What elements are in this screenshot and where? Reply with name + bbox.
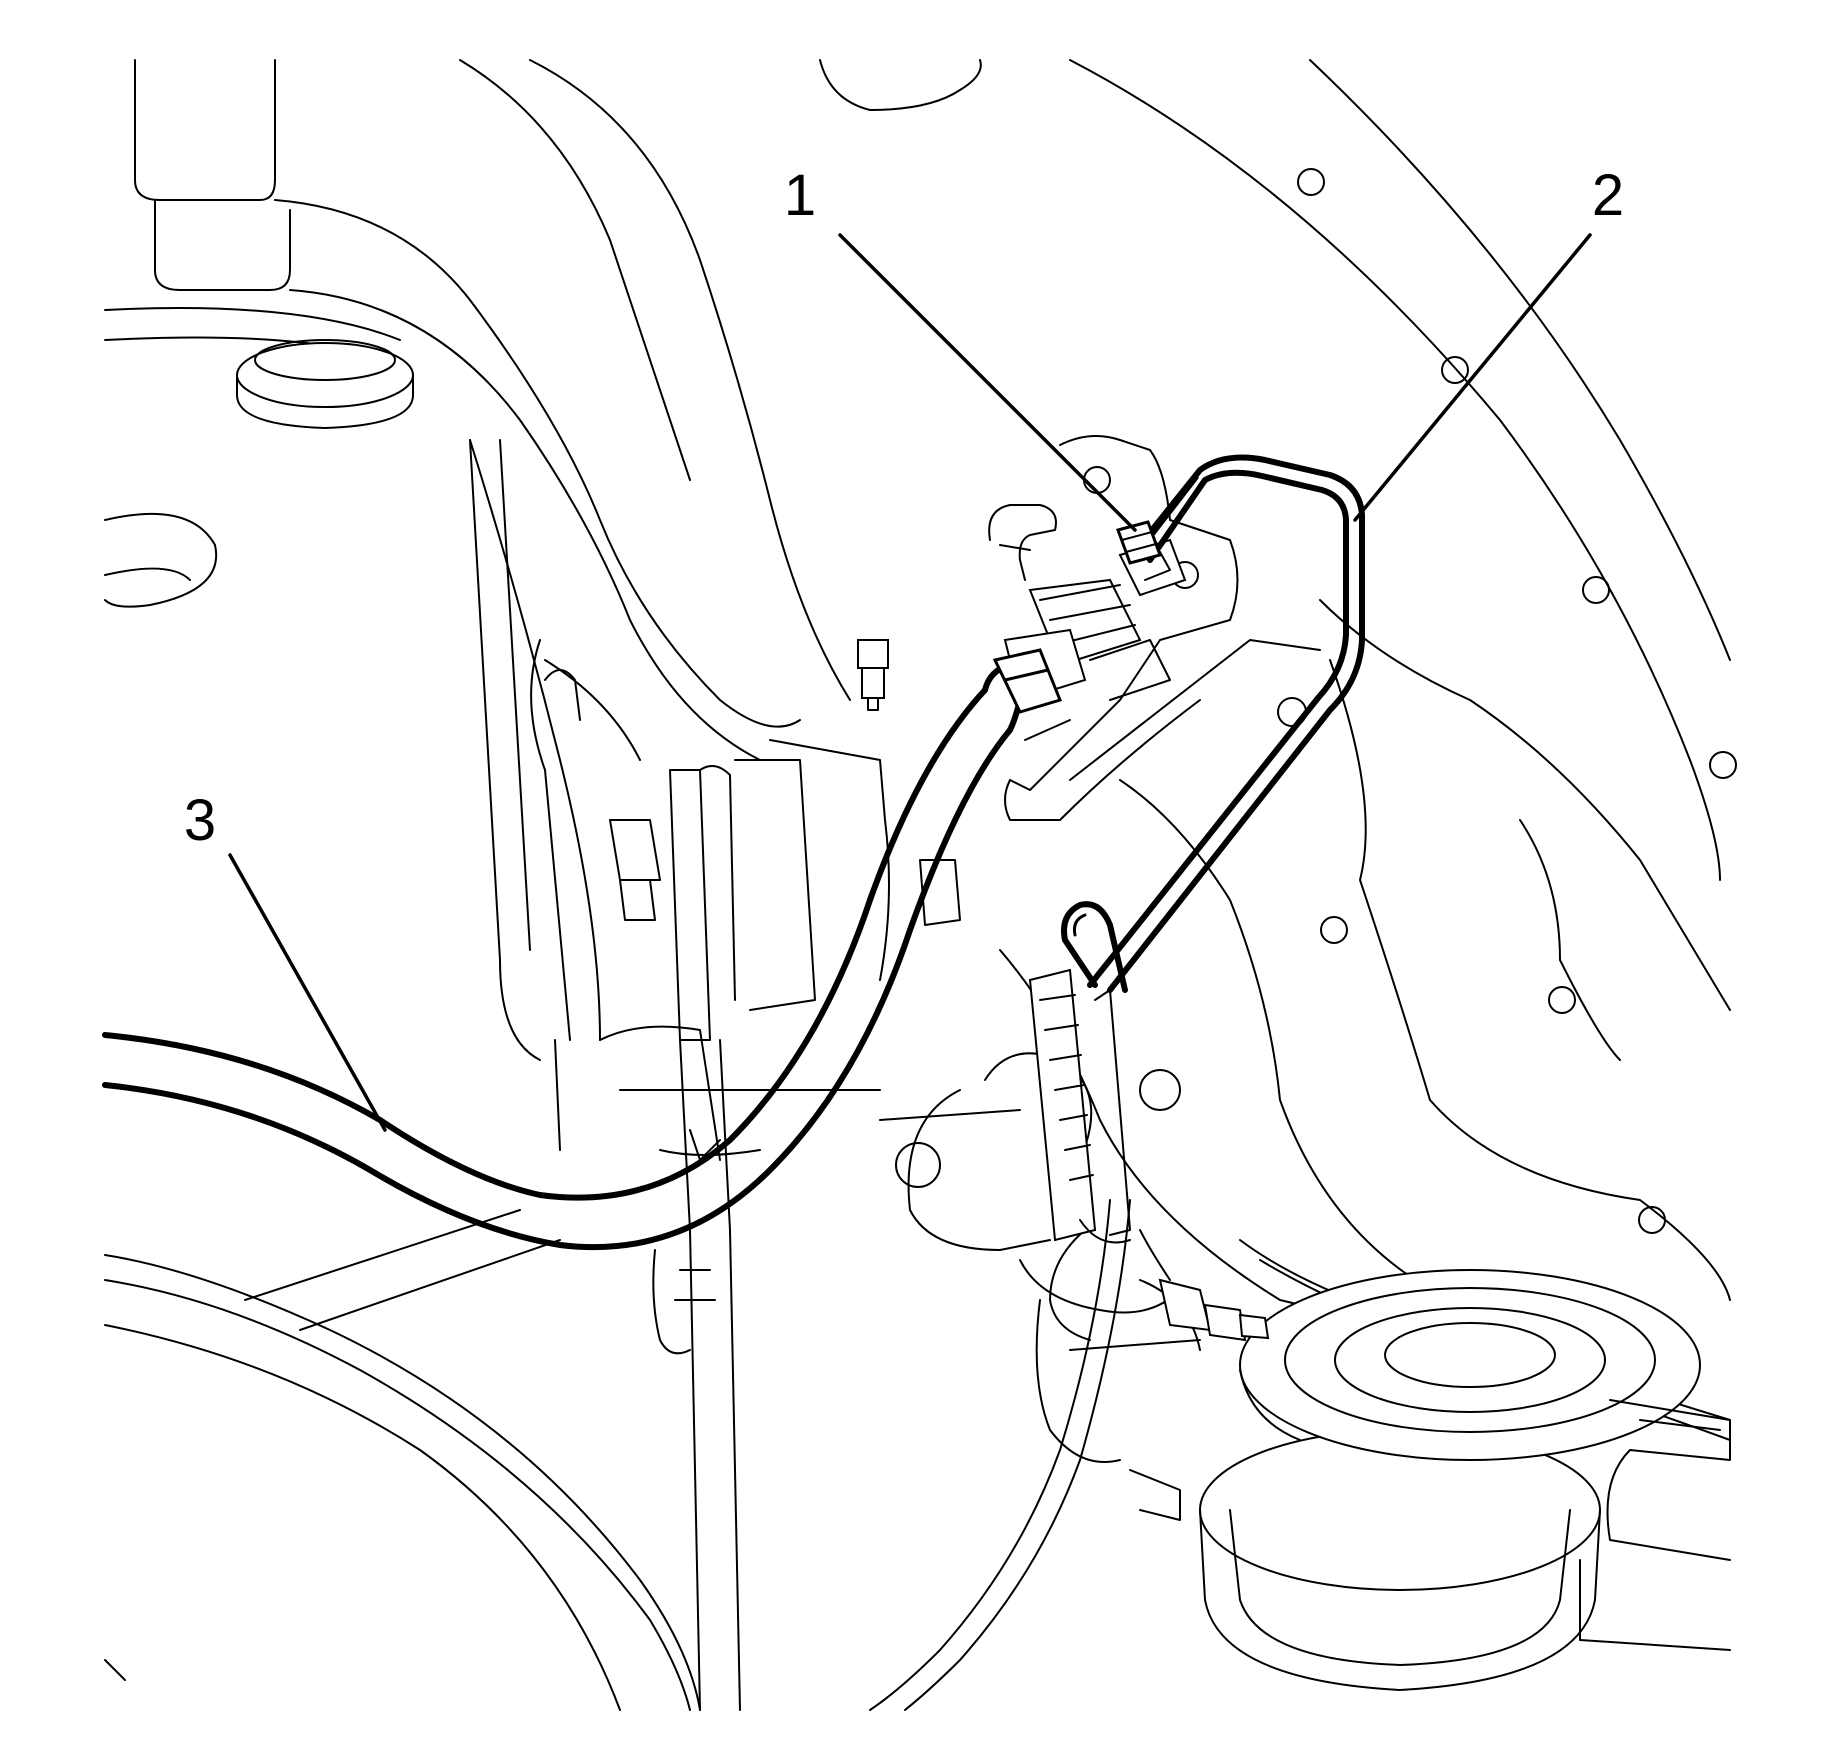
lower-bushing bbox=[1199, 1269, 1701, 1691]
hub-assembly bbox=[879, 1052, 1201, 1463]
lower-arm bbox=[104, 1209, 701, 1711]
left-hole bbox=[104, 512, 218, 608]
leader-line-3 bbox=[228, 853, 387, 1132]
lower-right-bracket bbox=[1129, 1399, 1731, 1651]
control-arm bbox=[104, 59, 851, 761]
hose-clip bbox=[988, 504, 1057, 581]
upper-bushing bbox=[236, 339, 414, 429]
vertical-rod bbox=[652, 1039, 741, 1711]
leader-line-2 bbox=[1353, 233, 1592, 522]
top-slot bbox=[819, 59, 982, 111]
callout-1: 1 bbox=[784, 163, 816, 228]
strut-body bbox=[469, 439, 641, 1151]
lower-brake-pipe bbox=[869, 1199, 1131, 1711]
callout-2: 2 bbox=[1592, 163, 1624, 228]
leader-lines bbox=[228, 233, 1592, 1132]
tube-nut bbox=[1116, 520, 1162, 565]
stud-bolt bbox=[857, 639, 889, 711]
hose-grommet bbox=[1028, 968, 1131, 1244]
callout-3: 3 bbox=[184, 788, 216, 853]
bleeder-fitting bbox=[1139, 1229, 1270, 1342]
knuckle-bracket bbox=[544, 669, 961, 1161]
panel-holes bbox=[1297, 168, 1737, 1234]
brake-hose bbox=[102, 648, 1063, 1251]
leader-line-1 bbox=[838, 233, 1137, 532]
brake-pipe bbox=[1061, 454, 1365, 993]
